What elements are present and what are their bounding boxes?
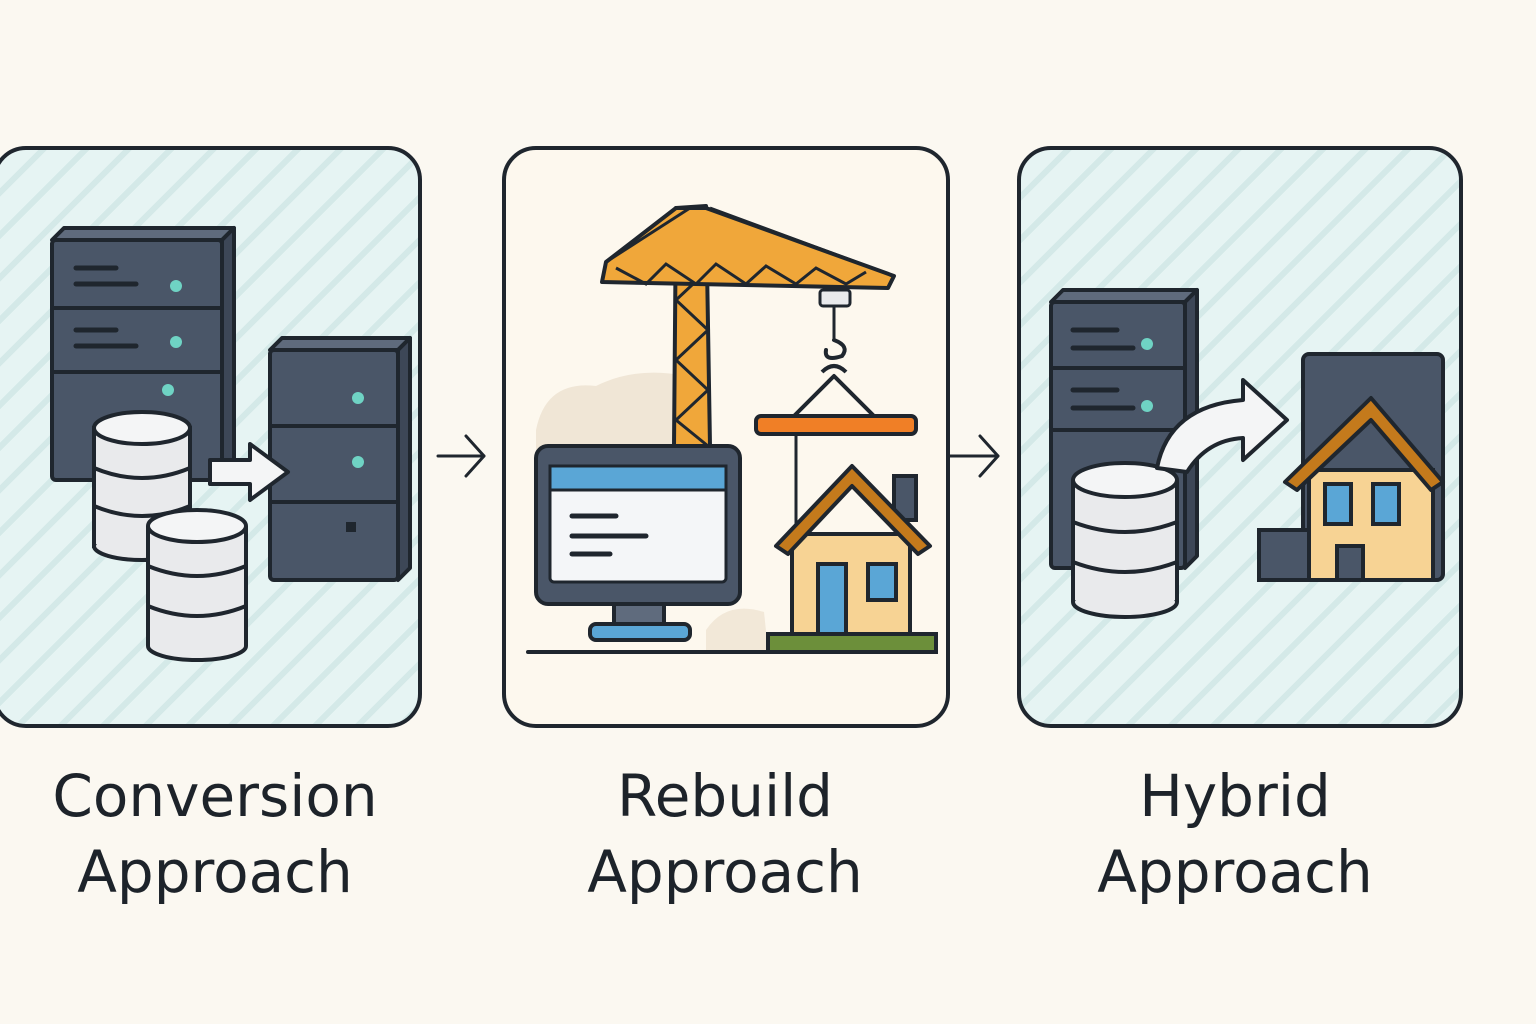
rebuild-panel	[502, 146, 950, 728]
conversion-illustration	[50, 226, 412, 662]
conversion-panel	[0, 146, 422, 728]
database-icon	[1071, 461, 1179, 619]
conversion-subtitle: Approach	[77, 838, 353, 906]
rebuild-subtitle: Approach	[587, 838, 863, 906]
rebuild-illustration	[526, 204, 938, 654]
arrow-icon	[1155, 378, 1289, 474]
house-icon	[1283, 396, 1445, 582]
server-rack-icon-secondary	[268, 336, 412, 582]
crane-icon	[600, 204, 918, 530]
house-icon	[766, 464, 938, 654]
database-icon-secondary	[146, 508, 248, 662]
monitor-icon	[534, 444, 742, 642]
hybrid-illustration	[1049, 288, 1445, 619]
hybrid-subtitle: Approach	[1097, 838, 1373, 906]
hybrid-title: Hybrid	[1139, 762, 1331, 830]
hybrid-panel	[1017, 146, 1463, 728]
conversion-approach-label: Conversion Approach	[0, 758, 430, 910]
database-icon	[92, 410, 192, 562]
hybrid-approach-label: Hybrid Approach	[1020, 758, 1450, 910]
conversion-title: Conversion	[52, 762, 378, 830]
rebuild-title: Rebuild	[617, 762, 833, 830]
arrow-icon	[208, 442, 290, 502]
connector-arrow-1	[436, 434, 486, 478]
connector-arrow-2	[948, 434, 1000, 478]
rebuild-approach-label: Rebuild Approach	[510, 758, 940, 910]
